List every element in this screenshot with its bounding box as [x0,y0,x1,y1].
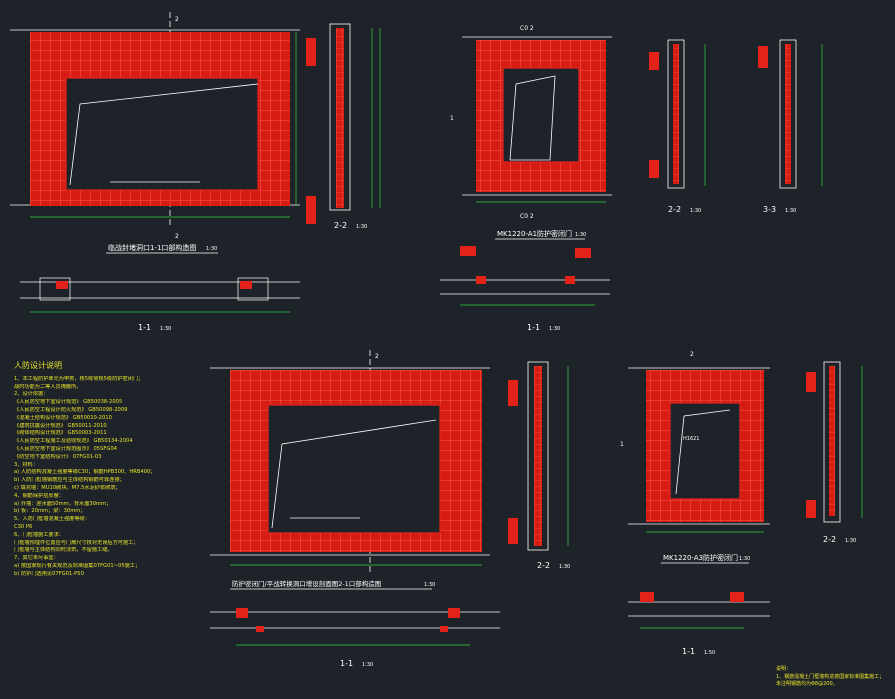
note-line: 《混凝土结构设计规范》 GB50010-2010 [14,414,112,421]
scale-2-2-c: 1:30 [559,564,570,570]
scale-1-1-c: 1:30 [362,662,373,668]
label-1-1-b: 1-1 [527,323,540,332]
drawing-title-1: 临战封堵洞口1-1口部构造图 [108,243,196,252]
note-line: 1、本工程防护单元为甲类，核5级常规5级防护密闭门； [14,375,144,382]
scale-1-1-a: 1:30 [160,326,171,332]
drawing-title-2: MK1220-A1防护密闭门 [497,229,572,238]
footer-note: 说明： 1、钢筋混凝土门框墙构造按国家标准图集施工； 未注明钢筋均为Φ8@200… [776,666,894,689]
note-line: 《砌体结构设计规范》 GB50003-2011 [14,430,107,437]
label-3-3: 3-3 [763,205,776,214]
note-line: C30 P6 [14,523,33,530]
notes-lines: 1、本工程防护单元为甲类，核5级常规5级防护密闭门； 战时功能为二等人员掩蔽所。… [14,376,204,579]
section-2-2-a: 2-2 1:30 [306,23,381,230]
plan-1-1-c: 1-1 1:30 [210,608,500,668]
drawing-title-4: MK1220-A3防护密闭门 [663,553,738,562]
design-notes: 人防设计说明 1、本工程防护单元为甲类，核5级常规5级防护密闭门； 战时功能为二… [14,362,204,579]
mark-c02-top: C0 2 [520,25,534,32]
mark-1-a3: 1 [620,441,624,448]
elevation-mk1220-a1: C0 2 C0 2 1 [450,25,612,220]
note-line: 《建筑抗震设计规范》 GB50011-2010 [14,422,107,429]
footer-note-lines: 1、钢筋混凝土门框墙构造按国家标准图集施工； 未注明钢筋均为Φ8@200。 [776,674,894,689]
drawing-scale-1: 1:30 [206,246,217,252]
label-1-1-c: 1-1 [340,659,353,668]
note-line: c) 填充墙：MU10砌块，M7.5水泥砂浆砌筑； [14,484,121,491]
note-line: 6、门框墙施工要求： [14,531,64,538]
elevation-mk1220-a3: 2 1 H1621 [620,351,770,533]
note-line: 《人民防空地下室设计规范图示》 05SFG04 [14,445,117,452]
note-line: 《人民防空工程施工及验收规范》 GB50134-2004 [14,438,133,445]
note-line: a) 外墙：迎水面50mm，背水面30mm； [14,500,112,507]
note-line: 门框墙预埋件位置应与门扇尺寸核对无误后方可施工； [14,539,139,546]
section-2-2-b: 2-2 1:30 [649,39,706,214]
plan-1-1-b: 1-1 1:30 [440,246,610,332]
footer-note-line: 1、钢筋混凝土门框墙构造按国家标准图集施工； [776,673,885,680]
label-2-2-a: 2-2 [334,221,347,230]
mark-2-bottom: 2 [175,233,179,240]
drawing-title-3: 防护密闭门/平战转换洞口增设剖面图2-1口部构造图 [232,579,381,588]
mark-2-a3: 2 [690,351,694,358]
footer-note-line: 未注明钢筋均为Φ8@200。 [776,681,838,687]
label-2-2-b: 2-2 [668,205,681,214]
note-line: b) 人防门框墙钢筋应与主体结构钢筋可靠连接； [14,477,125,484]
section-3-3: 3-3 1:30 [758,39,823,214]
mark-1-left: 1 [450,115,454,122]
note-line: 《防空地下室结构设计》 07FG01-03 [14,453,102,460]
scale-1-1-b: 1:30 [549,326,560,332]
scale-3-3: 1:30 [785,208,796,214]
section-2-2-d: 2-2 1:30 [806,361,863,544]
note-line: 《人民防空地下室设计规范》 GB50038-2005 [14,399,123,406]
section-2-2-c: 2-2 1:30 [508,361,570,570]
note-line: 战时功能为二等人员掩蔽所。 [14,383,82,390]
note-line: a) 人防结构混凝土强度等级C30；钢筋HPB300、HRB400； [14,469,156,476]
note-line: 5、人防门框墙混凝土强度等级： [14,516,90,523]
opening-mark-a3: H1621 [683,436,699,442]
label-2-2-c: 2-2 [537,561,550,570]
note-line: b) 防护门选用见07FG01-P50 [14,570,84,577]
footer-note-title: 说明： [776,666,792,672]
note-line: 7、其它未尽事宜： [14,555,59,562]
note-line: 3、材料： [14,461,39,468]
note-line: a) 按国家现行有关规范及标准图集07FG01~05施工； [14,562,141,569]
mark-c02-bottom: C0 2 [520,213,534,220]
drawing-scale-4: 1:30 [739,556,750,562]
note-line: 2、设计依据： [14,391,49,398]
notes-title: 人防设计说明 [14,361,62,370]
note-line: b) 板：20mm；梁：30mm； [14,508,86,515]
label-1-1-a: 1-1 [138,323,151,332]
label-1-1-d: 1-1 [682,647,695,656]
plan-1-1-a: 1-1 1:30 [20,277,300,332]
scale-2-2-d: 1:30 [845,538,856,544]
mark-2-top: 2 [175,16,179,23]
drawing-scale-2: 1:30 [575,232,586,238]
drawing-scale-3: 1:30 [424,582,435,588]
scale-1-1-d: 1:50 [704,650,715,656]
label-2-2-d: 2-2 [823,535,836,544]
elevation-opening-1: 2 2 [10,12,300,240]
elevation-opening-2: 2 [210,350,490,575]
plan-1-1-d: 1-1 1:50 [628,592,770,656]
scale-2-2-b: 1:30 [690,208,701,214]
mark-2-mid: 2 [375,353,379,360]
note-line: 门框墙与主体结构同时浇筑，不留施工缝。 [14,547,113,554]
scale-2-2-a: 1:30 [356,224,367,230]
note-line: 《人民防空工程设计防火规范》 GB50098-2009 [14,406,128,413]
note-line: 4、钢筋保护层厚度： [14,492,64,499]
